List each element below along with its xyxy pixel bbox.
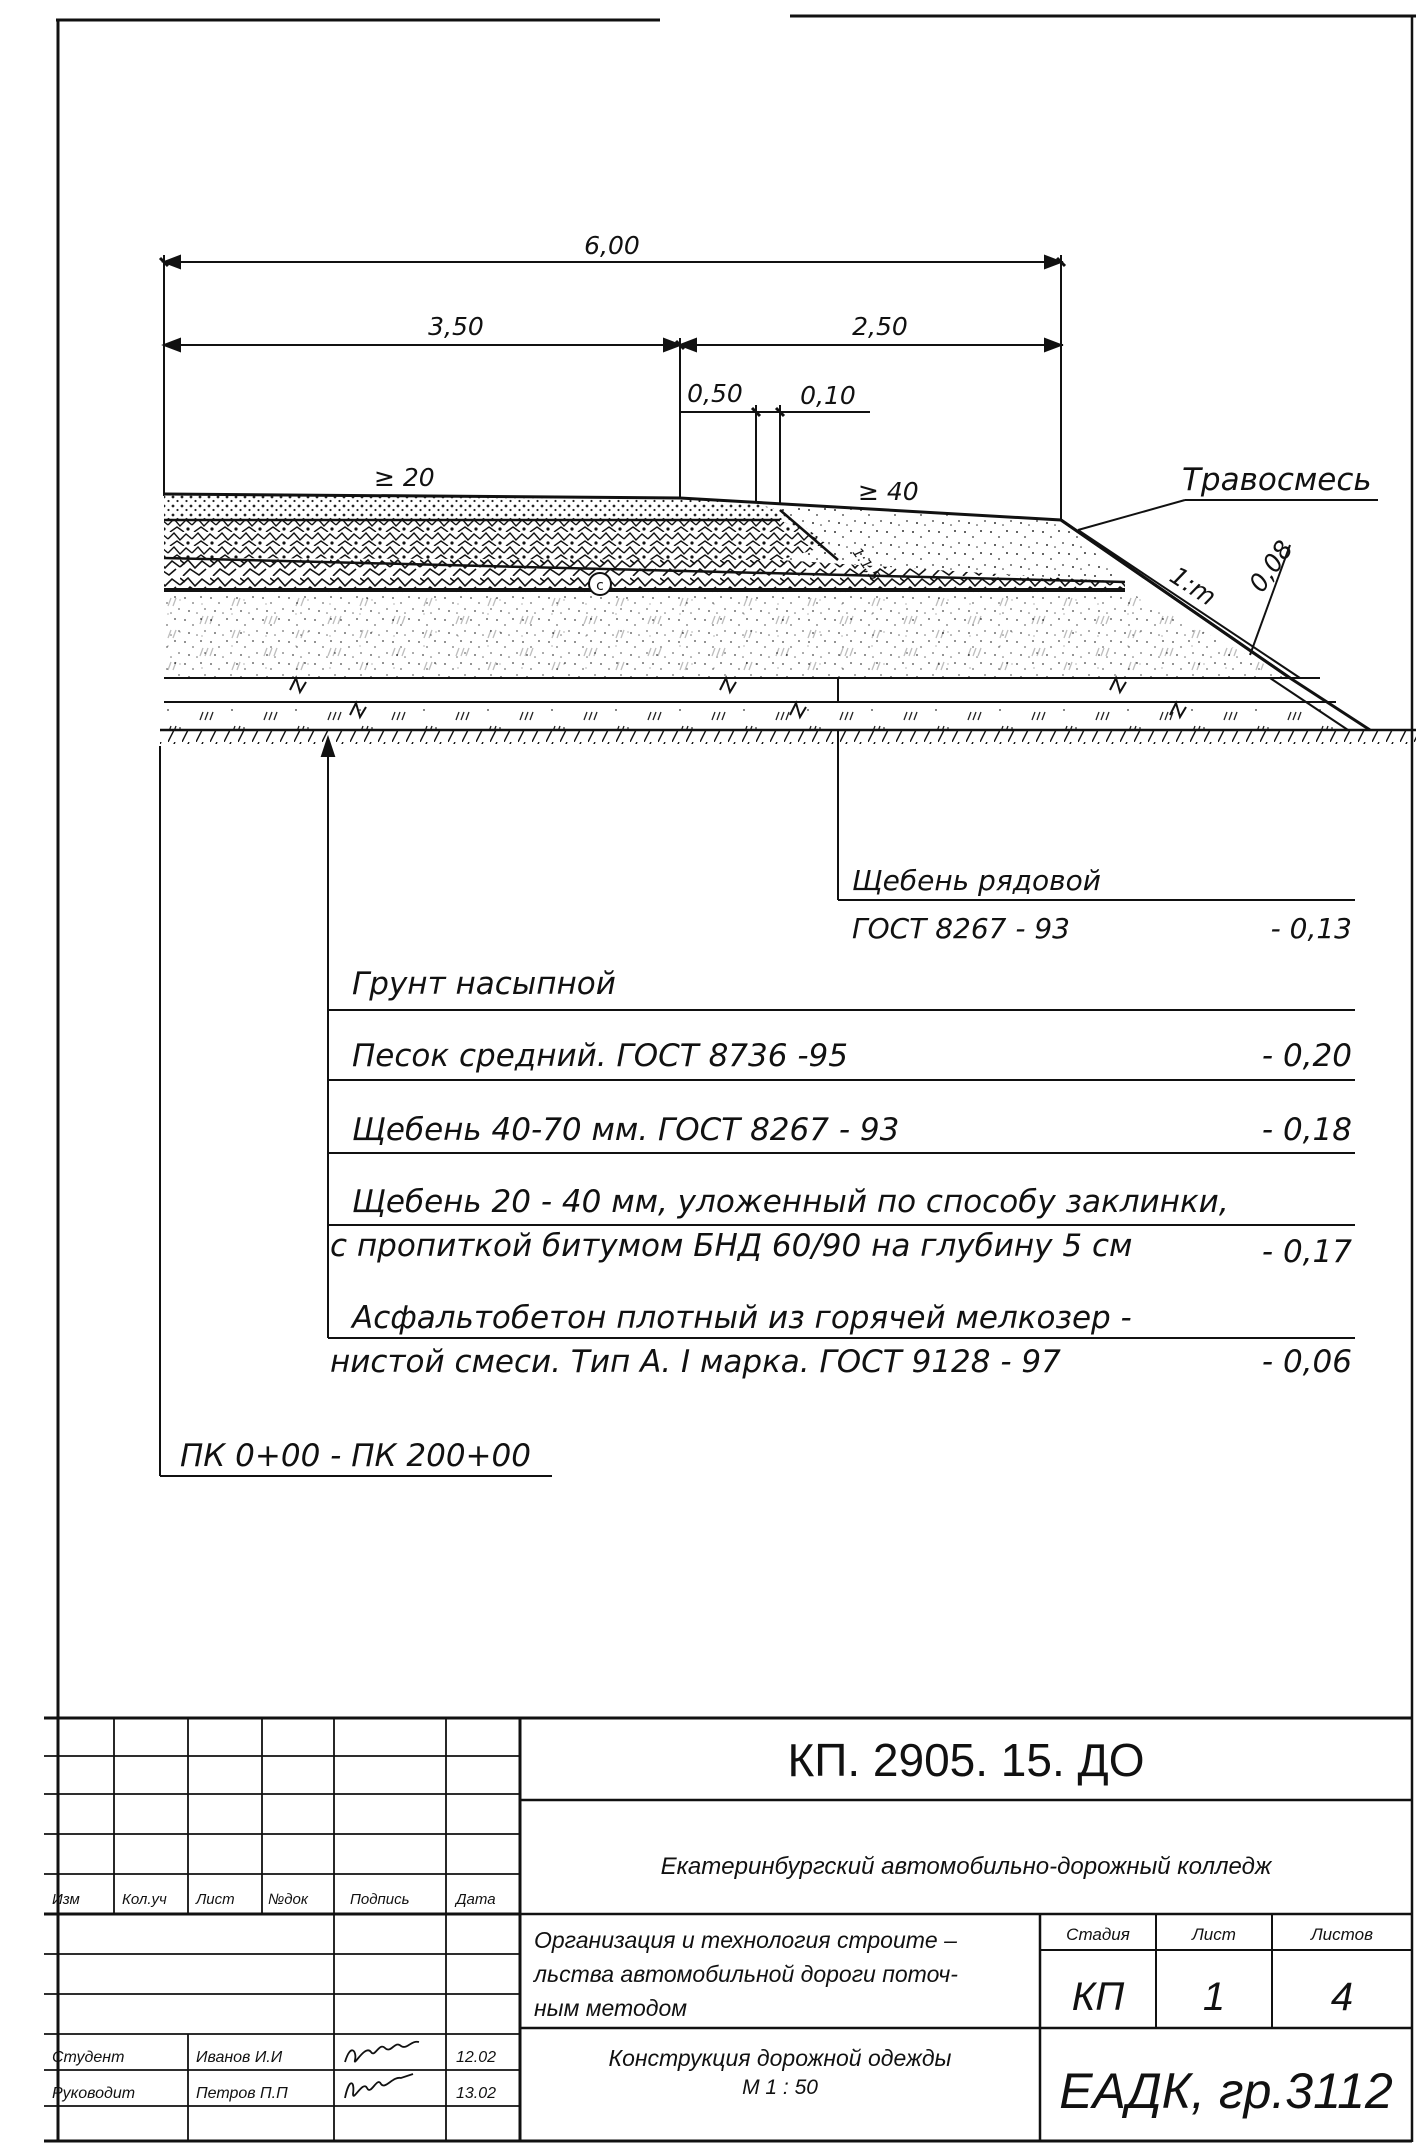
organization-name: Екатеринбургский автомобильно-дорожный к… — [661, 1853, 1273, 1880]
layer-embankment-label: Грунт насыпной — [352, 966, 616, 1002]
dim-right: 2,50 — [852, 312, 908, 341]
pavement-section: c — [160, 492, 1416, 744]
group-code: ЕАДК, гр.3112 — [1059, 2063, 1393, 2119]
layer-sand-value: - 0,20 — [1262, 1038, 1352, 1074]
dim-left: 3,50 — [428, 312, 484, 341]
sheet-label: Лист — [1191, 1925, 1236, 1944]
student-name: Иванов И.И — [196, 2049, 283, 2066]
dimension-lines — [158, 254, 1378, 1477]
supervisor-role: Руководит — [52, 2085, 135, 2102]
project-title-line3: ным методом — [534, 1995, 687, 2021]
layer-gravel-40-70-label: Щебень 40-70 мм. ГОСТ 8267 - 93 — [352, 1112, 899, 1148]
layer-gravel-20-40-label2: с пропиткой битумом БНД 60/90 на глубину… — [330, 1228, 1132, 1264]
layer-gravel-20-40-label: Щебень 20 - 40 мм, уложенный по способу … — [352, 1184, 1229, 1220]
col-header-qty: Кол.уч — [122, 1891, 167, 1908]
drawing-title-line1: Конструкция дорожной одежды — [609, 2045, 952, 2071]
sheet-frame — [44, 14, 1416, 2143]
dim-grass-thickness: 0,08 — [1243, 535, 1299, 597]
dim-slope-ratio: 1:m — [1165, 561, 1222, 612]
student-date: 12.02 — [456, 2049, 496, 2066]
supervisor-date: 13.02 — [456, 2085, 496, 2102]
layer-sand-label: Песок средний. ГОСТ 8736 -95 — [352, 1038, 848, 1074]
dim-total: 6,00 — [584, 231, 640, 260]
layer-asphalt-label2: нистой смеси. Тип А. I марка. ГОСТ 9128 … — [330, 1344, 1061, 1380]
project-title-line1: Организация и технология строите – — [534, 1927, 957, 1953]
sheet-value: 1 — [1203, 1975, 1225, 2019]
dim-sub2: 0,10 — [800, 381, 856, 410]
soil-layer-lower — [164, 702, 1358, 730]
layer-gravel-rows-label: Щебень рядовой — [852, 864, 1101, 897]
layer-legend: Щебень рядовой ГОСТ 8267 - 93 - 0,13 Гру… — [180, 864, 1352, 1474]
col-header-date: Дата — [454, 1891, 496, 1908]
col-header-sheet: Лист — [195, 1891, 235, 1908]
layer-asphalt-label: Асфальтобетон плотный из горячей мелкозе… — [350, 1300, 1132, 1336]
sheets-count-label: Листов — [1310, 1925, 1373, 1944]
gravel-40-70-layer — [164, 558, 1125, 590]
layer-gravel-20-40-value: - 0,17 — [1262, 1234, 1352, 1270]
stage-label: Стадия — [1066, 1925, 1130, 1944]
drawing-scale: М 1 : 50 — [742, 2076, 818, 2099]
col-header-signature: Подпись — [350, 1891, 410, 1908]
svg-text:c: c — [596, 578, 604, 594]
stage-value: КП — [1072, 1975, 1126, 2019]
student-role: Студент — [52, 2049, 124, 2066]
project-title-line2: льства автомобильной дороги поточ- — [532, 1961, 958, 1987]
supervisor-signature — [344, 2073, 414, 2099]
title-block: Изм Кол.уч Лист №док Подпись Дата Студен… — [44, 1716, 1412, 2141]
dim-sub1: 0,50 — [687, 379, 743, 408]
supervisor-name: Петров П.П — [196, 2085, 288, 2102]
gravel-20-40-layer — [164, 520, 830, 560]
layer-asphalt-value: - 0,06 — [1262, 1344, 1352, 1380]
col-header-doc: №док — [268, 1891, 309, 1908]
sheets-count-value: 4 — [1331, 1975, 1353, 2019]
col-header-change: Изм — [52, 1891, 80, 1908]
sand-layer — [164, 590, 1290, 678]
student-signature — [344, 2040, 420, 2063]
dim-slope-left: ≥ 20 — [374, 463, 435, 492]
dim-slope-right: ≥ 40 — [858, 477, 919, 506]
document-code: КП. 2905. 15. ДО — [788, 1734, 1145, 1786]
layer-gravel-40-70-value: - 0,18 — [1262, 1112, 1352, 1148]
layer-gravel-rows-value: - 0,13 — [1271, 912, 1352, 945]
layer-gravel-rows-gost: ГОСТ 8267 - 93 — [852, 912, 1070, 945]
station-range-label: ПК 0+00 - ПК 200+00 — [180, 1438, 531, 1474]
grass-mix-label: Травосмесь — [1182, 462, 1372, 498]
